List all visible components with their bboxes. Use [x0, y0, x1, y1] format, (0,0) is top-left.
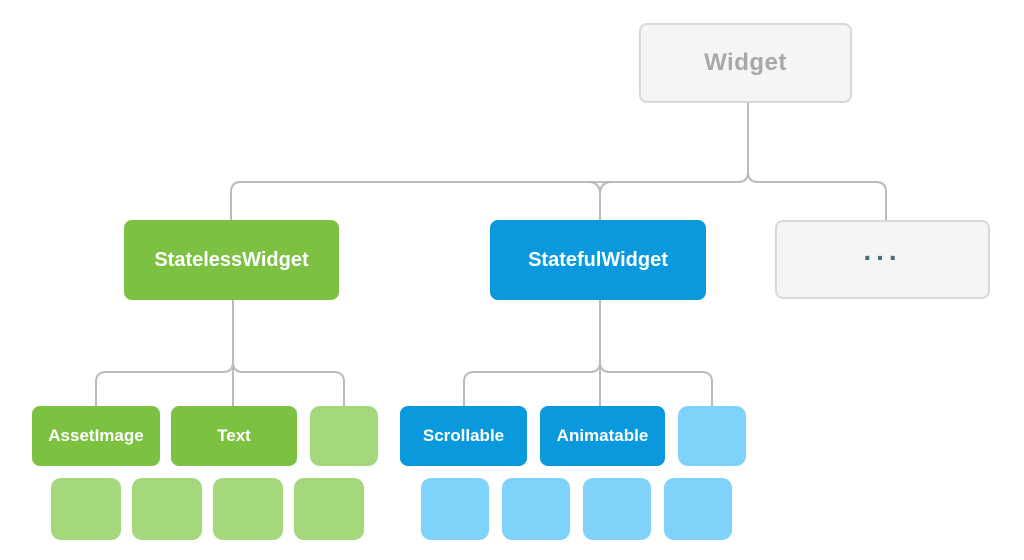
stateful-leaf-square — [502, 478, 570, 540]
node-text-label: Text — [217, 426, 251, 445]
connector-stateless-to-greenleaf — [232, 300, 345, 406]
node-animatable-label: Animatable — [556, 426, 649, 445]
stateful-leaf-square — [664, 478, 732, 540]
node-ellipsis-label: ... — [863, 234, 902, 266]
node-stateless-unlabeled-leaf — [310, 406, 378, 466]
stateful-leaf-square — [421, 478, 489, 540]
stateless-leaf-square — [213, 478, 283, 540]
node-animatable: Animatable — [540, 406, 665, 466]
stateful-leaf-row — [421, 478, 732, 540]
node-scrollable-label: Scrollable — [422, 426, 505, 445]
node-stateful-widget: StatefulWidget — [490, 220, 706, 300]
connector-widget-to-ellipsis — [747, 103, 887, 220]
node-ellipsis: ... — [775, 220, 990, 299]
node-stateful-unlabeled-leaf — [678, 406, 746, 466]
node-stateless-widget: StatelessWidget — [124, 220, 339, 300]
stateful-leaf-square — [583, 478, 651, 540]
node-text: Text — [171, 406, 297, 466]
connector-stateless-to-assetimage — [95, 300, 234, 406]
node-stateless-widget-label: StatelessWidget — [154, 248, 309, 271]
connector-stateful-to-scrollable — [463, 300, 601, 406]
node-stateful-widget-label: StatefulWidget — [528, 248, 668, 271]
node-widget-label: Widget — [704, 49, 787, 76]
node-assetimage-label: AssetImage — [48, 426, 144, 445]
connector-widget-to-stateful — [587, 181, 613, 220]
stateless-leaf-square — [294, 478, 364, 540]
stateless-leaf-square — [51, 478, 121, 540]
connector-stateful-to-blueleaf — [599, 300, 713, 406]
node-scrollable: Scrollable — [400, 406, 527, 466]
connector-widget-to-stateless — [230, 103, 749, 220]
node-widget: Widget — [639, 23, 852, 103]
stateless-leaf-square — [132, 478, 202, 540]
stateless-leaf-row — [51, 478, 364, 540]
node-assetimage: AssetImage — [32, 406, 160, 466]
